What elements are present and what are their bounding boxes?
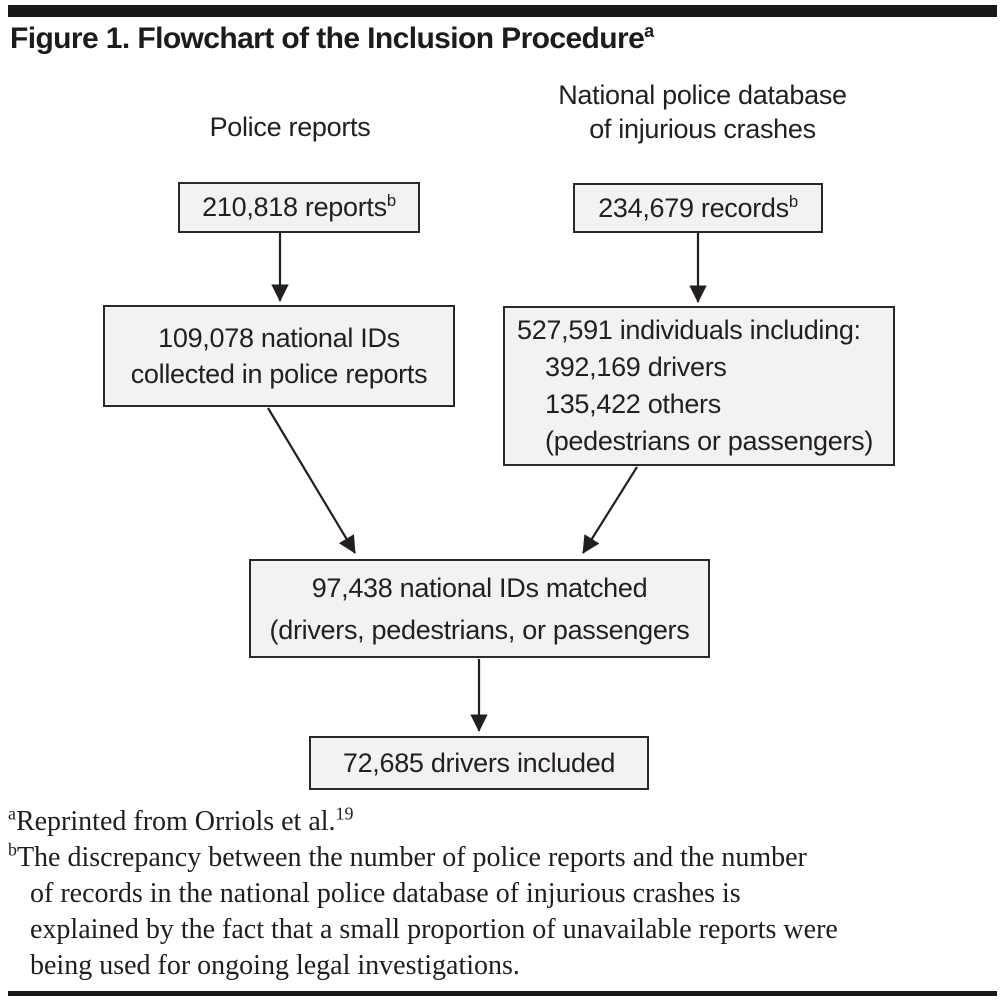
footnote-a-marker: a [8,803,16,824]
bottom-rule [8,991,997,996]
individuals-others: 135,422 others [545,389,721,419]
matched-line1: 97,438 national IDs matched [311,572,648,603]
figure-title-superscript: a [644,21,654,41]
individuals-total: 527,591 individuals including: [517,315,861,345]
ids-line1: 109,078 national IDs [158,323,400,353]
figure-title: Figure 1. Flowchart of the Inclusion Pro… [10,22,995,56]
records-count: 234,679 records [598,192,789,223]
reports-footnote-marker: b [386,191,396,210]
box-individuals-breakdown: 527,591 individuals including: 392,169 d… [503,306,895,466]
column-header-police-reports: Police reports [140,110,440,144]
footnote-b-line3: explained by the fact that a small propo… [30,914,838,945]
column-header-national-database: National police database of injurious cr… [500,78,905,146]
box-reports-text: 210,818 reportsb [202,192,396,223]
footnote-b-line2: of records in the national police databa… [30,878,741,909]
column-header-right-line2: of injurious crashes [589,114,816,144]
box-records-text: 234,679 recordsb [598,193,798,224]
arrow-ids-to-matched [267,407,356,554]
footnote-a-reference: 19 [335,803,354,824]
reports-count: 210,818 reports [202,192,387,222]
box-police-reports-count: 210,818 reportsb [178,182,420,233]
footnote-b-marker: b [8,839,17,860]
box-database-records-count: 234,679 recordsb [573,183,823,233]
ids-line2: collected in police reports [130,359,428,389]
box-ids-matched: 97,438 national IDs matched (drivers, pe… [249,559,710,658]
column-header-right-line1: National police database [558,80,847,110]
figure-title-text: Figure 1. Flowchart of the Inclusion Pro… [10,22,645,55]
footnote-b-line1: bThe discrepancy between the number of p… [8,840,1000,876]
column-header-left-text: Police reports [209,112,371,142]
footnote-b-line4: being used for ongoing legal investigati… [30,950,520,981]
box-drivers-included: 72,685 drivers included [309,736,649,790]
box-national-ids-collected: 109,078 national IDs collected in police… [103,305,455,407]
footnote-b-text1: The discrepancy between the number of po… [16,842,807,873]
individuals-drivers: 392,169 drivers [545,352,727,382]
arrow-individuals-to-matched [582,466,638,554]
records-footnote-marker: b [788,191,798,211]
included-text: 72,685 drivers included [342,747,616,778]
top-rule [8,5,997,17]
matched-line2: (drivers, pedestrians, or passengers [269,614,690,645]
footnotes: aReprinted from Orriols et al.19 bThe di… [8,804,1000,984]
individuals-others-detail: (pedestrians or passengers) [545,426,874,456]
footnote-a: aReprinted from Orriols et al.19 [8,804,1000,840]
footnote-a-text: Reprinted from Orriols et al. [15,806,336,837]
